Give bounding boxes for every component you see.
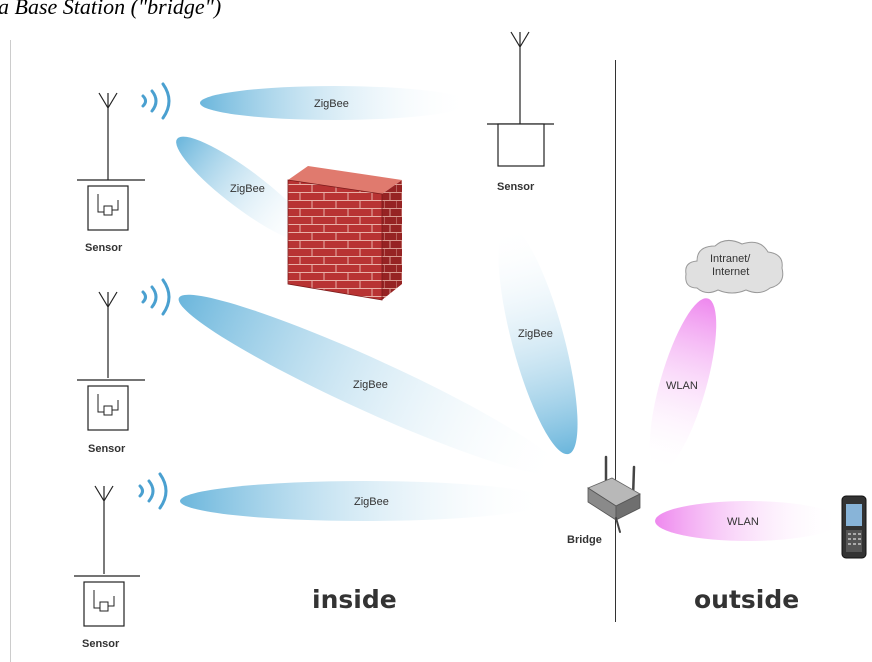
- sensor-3: Sensor: [74, 472, 168, 650]
- cloud-label-line1: Intranet/: [710, 253, 751, 265]
- antenna-icon: [94, 485, 114, 574]
- sensor-4: Sensor: [487, 31, 554, 193]
- bridge-label: Bridge: [567, 534, 602, 546]
- title-fragment: a Base Station ("bridge"): [0, 0, 221, 19]
- signal-waves-icon: [141, 278, 171, 316]
- sensor-label: Sensor: [88, 443, 126, 455]
- zigbee-link-1: ZigBee: [200, 86, 470, 120]
- antenna-icon: [98, 92, 118, 180]
- mobile-phone-icon: [841, 495, 867, 559]
- crystal-icon: [97, 194, 119, 216]
- wlan-label: WLAN: [666, 380, 698, 392]
- signal-waves-icon: [138, 472, 168, 510]
- crystal-icon: [93, 590, 115, 612]
- inside-label: inside: [312, 585, 397, 614]
- wlan-link-1: WLAN: [649, 298, 717, 472]
- zigbee-label: ZigBee: [230, 183, 265, 195]
- cloud-label-line2: Internet: [712, 266, 749, 278]
- wlan-label: WLAN: [727, 516, 759, 528]
- zigbee-label: ZigBee: [354, 496, 389, 508]
- zigbee-label: ZigBee: [353, 379, 388, 391]
- cloud-icon: Intranet/ Internet: [685, 240, 784, 294]
- zigbee-link-2: ZigBee: [176, 136, 314, 244]
- zigbee-link-4: ZigBee: [180, 481, 550, 521]
- zigbee-label: ZigBee: [314, 98, 349, 110]
- zigbee-link-3: ZigBee: [178, 294, 562, 476]
- bridge-router-icon: Bridge: [567, 455, 641, 546]
- sensor-label: Sensor: [82, 638, 120, 650]
- wlan-link-2: WLAN: [655, 501, 841, 541]
- sensor-label: Sensor: [497, 181, 535, 193]
- sensor-1: Sensor: [77, 82, 171, 254]
- signal-waves-icon: [141, 82, 171, 120]
- zigbee-label: ZigBee: [518, 328, 553, 340]
- outside-label: outside: [694, 585, 799, 614]
- firewall-icon: [287, 166, 402, 301]
- sensor-label: Sensor: [85, 242, 123, 254]
- sensor-2: Sensor: [77, 278, 171, 455]
- antenna-icon: [510, 31, 530, 124]
- crystal-icon: [97, 394, 119, 416]
- antenna-icon: [98, 291, 118, 378]
- zigbee-link-5: ZigBee: [498, 225, 578, 455]
